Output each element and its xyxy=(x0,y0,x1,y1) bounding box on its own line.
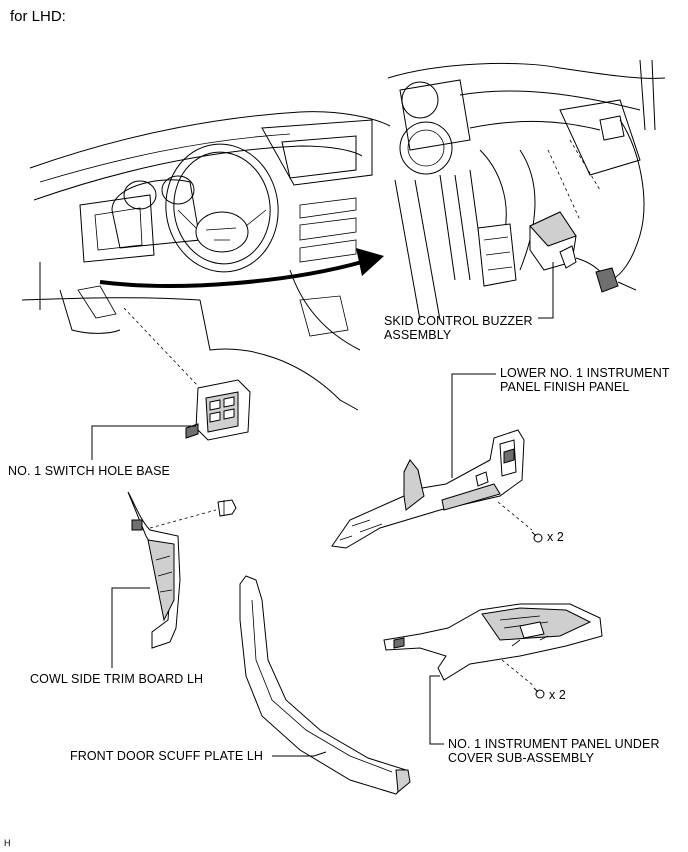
buzzer-location-detail xyxy=(387,59,666,321)
label-switch-hole-base: NO. 1 SWITCH HOLE BASE xyxy=(8,464,170,478)
leader-under-cover xyxy=(429,675,444,745)
label-bolt-qty-lower: x 2 xyxy=(549,688,566,702)
leader-cowl-side-trim xyxy=(111,587,150,668)
label-lower-finish-panel-line1: LOWER NO. 1 INSTRUMENT xyxy=(500,366,670,380)
label-cowl-side-trim-board: COWL SIDE TRIM BOARD LH xyxy=(30,672,204,686)
zoom-arrow xyxy=(99,248,384,288)
front-door-scuff-plate-part xyxy=(239,575,411,795)
under-cover-part xyxy=(383,603,603,681)
clip-part xyxy=(217,499,237,517)
label-lower-finish-panel-line2: PANEL FINISH PANEL xyxy=(500,380,630,394)
dashboard-overview-illustration xyxy=(21,111,391,411)
bolt-upper xyxy=(531,531,543,543)
label-bolt-qty-upper: x 2 xyxy=(547,530,564,544)
figure-code: H xyxy=(4,838,11,848)
leader-scuff-plate xyxy=(272,751,327,757)
dashed-guide-bolt-upper xyxy=(497,501,533,531)
title-for-lhd: for LHD: xyxy=(10,8,66,25)
label-skid-control-buzzer-line2: ASSEMBLY xyxy=(384,328,452,342)
leader-skid-buzzer xyxy=(538,262,554,319)
dashed-guide-switch-base xyxy=(123,307,199,387)
leader-lower-finish-panel xyxy=(451,373,496,478)
dashed-guide-bolt-lower xyxy=(501,659,535,687)
label-under-cover-line2: COVER SUB-ASSEMBLY xyxy=(448,751,595,765)
leader-switch-hole-base xyxy=(91,425,196,460)
label-skid-control-buzzer-line1: SKID CONTROL BUZZER xyxy=(384,314,533,328)
cowl-side-trim-board-part xyxy=(127,491,181,649)
switch-hole-base-part xyxy=(185,379,251,441)
dashed-guide-clip xyxy=(149,509,217,529)
lower-finish-panel-part xyxy=(331,429,525,549)
label-under-cover-line1: NO. 1 INSTRUMENT PANEL UNDER xyxy=(448,737,660,751)
label-front-door-scuff-plate: FRONT DOOR SCUFF PLATE LH xyxy=(70,749,264,763)
bolt-lower xyxy=(533,687,545,699)
